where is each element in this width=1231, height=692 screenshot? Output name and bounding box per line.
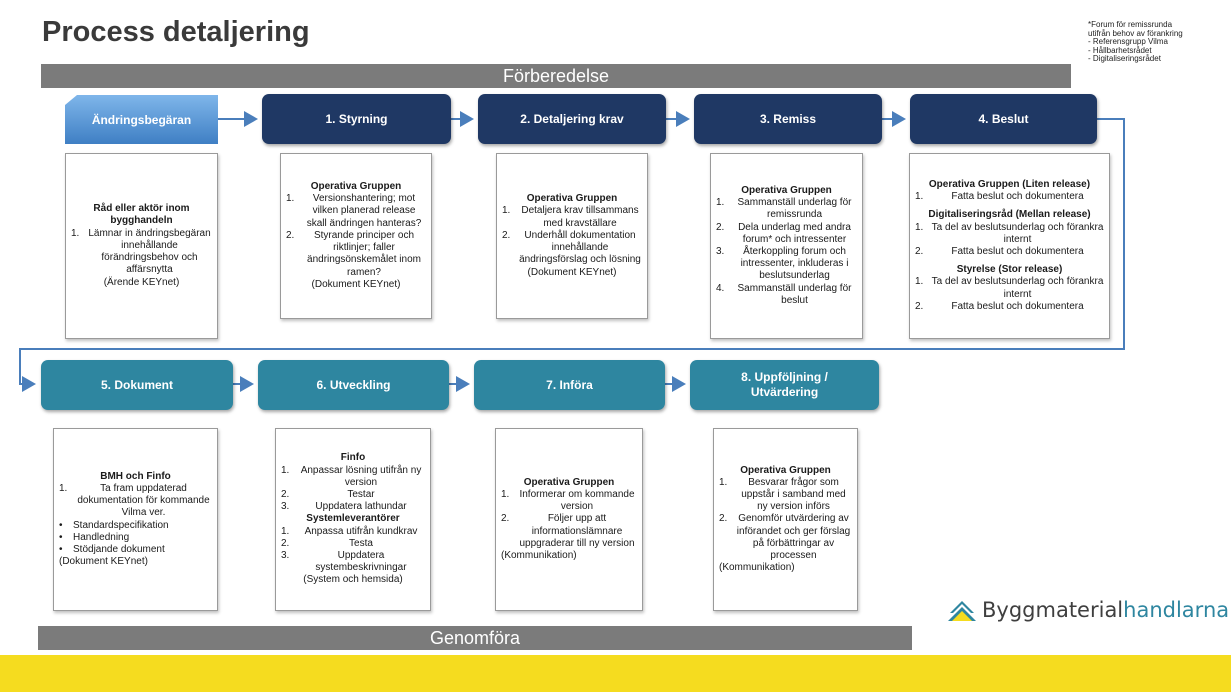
note-line: - Digitaliseringsrådet: [1088, 54, 1161, 64]
step-6-utveckling: 6. Utveckling: [258, 360, 449, 410]
box-heading: Systemleverantörer: [306, 513, 400, 525]
list-item: 1.Versionshantering; mot vilken planerad…: [286, 193, 422, 229]
bullet-item: •Stödjande dokument: [59, 543, 165, 555]
step-1-styrning: 1. Styrning: [262, 94, 451, 144]
box-remiss: Operativa Gruppen 1.Sammanställ underlag…: [710, 153, 863, 339]
step-4-beslut: 4. Beslut: [910, 94, 1097, 144]
list-item: 1.Ta del av beslutsunderlag och förankra…: [915, 276, 1104, 300]
list-item: 3.Uppdatera systembeskrivningar: [281, 550, 407, 574]
box-footer: (Dokument KEYnet): [311, 278, 401, 290]
box-heading: Operativa Gruppen: [310, 181, 402, 193]
note-line: - Hållbarhetsrådet: [1088, 45, 1152, 55]
request-shape: [65, 95, 218, 144]
list-item: 1.Fatta beslut och dokumentera: [915, 191, 1084, 203]
phase-bar-genomfora: Genomföra: [38, 626, 912, 650]
list-item: 1.Ta del av beslutsunderlag och förankra…: [915, 221, 1104, 245]
arrow-4-to-5: [19, 118, 1125, 392]
request-label: Ändringsbegäran: [91, 112, 192, 127]
list-item: 2.Underhåll dokumentation innehållande ä…: [502, 229, 641, 266]
list-item: 1.Detaljera krav tillsammans med kravstä…: [502, 205, 639, 229]
box-uppfoljning: Operativa Gruppen 1.Besvarar frågor som …: [713, 428, 858, 611]
logo-text-part1: Byggmaterial: [982, 598, 1124, 622]
logo-mark-icon: [948, 601, 976, 621]
box-heading: Styrelse (Stor release): [956, 264, 1063, 276]
list-item: 2.Genomför utvärdering av införandet och…: [719, 513, 851, 561]
box-heading: Operativa Gruppen: [740, 464, 831, 476]
list-item: 2.Styrande principer och riktlinjer; fal…: [286, 229, 421, 278]
phase-bar-forberedelse: Förberedelse: [41, 64, 1071, 88]
step-5-dokument: 5. Dokument: [41, 360, 233, 410]
list-item: 2.Fatta beslut och dokumentera: [915, 300, 1084, 312]
page-title: Process detaljering: [42, 16, 310, 48]
list-item: 1.Anpassa utifrån kundkrav: [281, 525, 418, 537]
box-heading: Operativa Gruppen: [523, 476, 615, 488]
box-request: Råd eller aktör inom bygghandeln 1.Lämna…: [65, 153, 218, 339]
box-beslut: Operativa Gruppen (Liten release) 1.Fatt…: [909, 153, 1110, 339]
box-infora: Operativa Gruppen 1.Informerar om komman…: [495, 428, 643, 611]
box-utveckling: Finfo 1.Anpassar lösning utifrån ny vers…: [275, 428, 431, 611]
forum-note: *Forum för remissrunda utifrån behov av …: [1088, 20, 1183, 64]
box-footer: (Kommunikation): [719, 562, 795, 574]
list-item: 3.Återkoppling forum och intressenter, i…: [716, 246, 849, 282]
box-footer: (Kommunikation): [501, 550, 577, 561]
bullet-item: •Handledning: [59, 531, 130, 543]
box-footer: (Dokument KEYnet): [527, 266, 617, 278]
list-item: 2.Fatta beslut och dokumentera: [915, 246, 1084, 257]
list-item: 2.Dela underlag med andra forum* och int…: [716, 221, 851, 245]
bullet-item: •Standardspecifikation: [59, 519, 169, 531]
box-heading: Operativa Gruppen (Liten release): [928, 178, 1091, 190]
box-heading: Finfo: [340, 452, 366, 464]
list-item: 4.Sammanställ underlag för beslut: [716, 282, 852, 306]
note-line: utifrån behov av förankring: [1088, 28, 1183, 38]
box-heading: Digitaliseringsråd (Mellan release): [928, 209, 1091, 221]
box-styrning: Operativa Gruppen 1.Versionshantering; m…: [280, 153, 432, 319]
list-item: 1.Lämnar in ändringsbegäran innehållande…: [71, 227, 211, 276]
list-item: 1.Sammanställ underlag för remissrunda: [716, 197, 852, 221]
note-line: - Referensgrupp Vilma: [1088, 37, 1168, 47]
box-footer: (System och hemsida): [303, 574, 403, 586]
box-footer: (Dokument KEYnet): [59, 556, 148, 568]
list-item: 1.Informerar om kommande version: [501, 488, 635, 513]
list-item: 1.Besvarar frågor som uppstår i samband …: [719, 476, 846, 513]
list-item: 1.Anpassar lösning utifrån ny version: [281, 464, 422, 488]
note-line: *Forum för remissrunda: [1088, 20, 1173, 29]
box-dokument: BMH och Finfo 1.Ta fram uppdaterad dokum…: [53, 428, 218, 611]
box-heading: Operativa Gruppen: [526, 193, 618, 205]
box-heading: Operativa Gruppen: [741, 184, 832, 196]
step-2-detaljering-krav: 2. Detaljering krav: [478, 94, 666, 144]
box-heading: Råd eller aktör inom bygghandeln: [93, 203, 190, 227]
footer-band: [0, 655, 1231, 692]
box-detaljering-krav: Operativa Gruppen 1.Detaljera krav tills…: [496, 153, 648, 319]
step-8-uppfoljning: 8. Uppföljning / Utvärdering: [690, 360, 879, 410]
step-7-infora: 7. Införa: [474, 360, 665, 410]
box-heading: BMH och Finfo: [100, 470, 171, 482]
logo-text-part2: handlarna: [1123, 598, 1230, 622]
list-item: 2.Testa: [281, 537, 373, 549]
list-item: 2.Följer upp att informationslämnare upp…: [501, 513, 635, 549]
step-andringsbegaran: Ändringsbegäran: [65, 95, 218, 144]
step-3-remiss: 3. Remiss: [694, 94, 882, 144]
list-item: 1.Ta fram uppdaterad dokumentation för k…: [59, 482, 210, 519]
box-footer: (Ärende KEYnet): [103, 276, 180, 288]
list-item: 2.Testar: [281, 488, 375, 500]
list-item: 3.Uppdatera lathundar: [281, 501, 407, 513]
